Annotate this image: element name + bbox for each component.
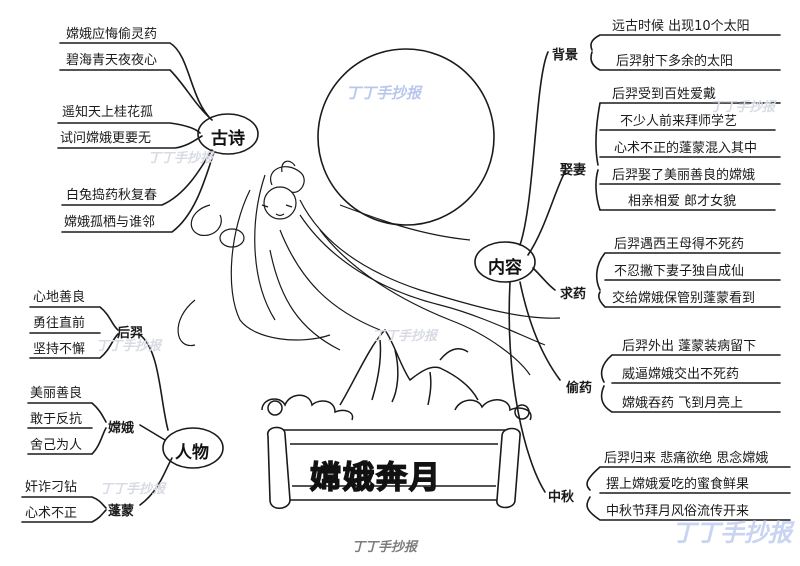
branch-line [519,34,781,246]
trait-item: 奸诈刁钻 [25,480,78,495]
trait-item: 舍己为人 [30,438,83,453]
story-item: 后羿射下多余的太阳 [616,54,734,69]
story-item: 嫦娥吞药 飞到月亮上 [622,396,744,411]
branch-line [59,42,213,121]
story-item: 后羿归来 悲痛欲绝 思念嫦娥 [604,451,769,466]
watermark: 丁丁手抄报 [346,84,422,102]
node-bubble [162,427,224,469]
branch-line [532,252,781,308]
branch-line [519,281,781,413]
branch-line [139,334,169,431]
change-figure [177,160,561,376]
trait-item: 敢于反抗 [30,412,83,427]
branch-line [21,496,107,523]
title-scroll [267,426,521,510]
node-bubble [474,241,536,283]
node-pengmeng: 蓬蒙 [108,504,135,519]
story-item: 交给嫦娥保管别蓬蒙看到 [612,291,756,306]
poem-line: 碧海青天夜夜心 [66,53,158,68]
branch-line [27,402,107,455]
watermark: 丁丁手抄报 [710,100,776,115]
story-item: 威逼嫦娥交出不死药 [622,367,740,382]
node-beijing: 背景 [552,48,579,63]
story-item: 相亲相爱 郎才女貌 [628,194,737,209]
node-houyi: 后羿 [117,326,144,341]
watermark: 丁丁手抄报 [148,151,214,166]
node-neirong: 内容 [488,258,522,278]
node-qiuyao: 求药 [560,287,587,302]
story-item: 后羿遇西王母得不死药 [614,237,745,252]
story-item: 后羿外出 蓬蒙装病留下 [622,339,757,354]
branch-line [508,281,791,521]
branch-line [57,122,203,149]
poem-line: 嫦娥孤栖与谁邻 [64,215,156,230]
branch-line [29,306,119,359]
watermark: 丁丁手抄报 [352,540,418,555]
watermark: 丁丁手抄报 [372,329,438,344]
trait-item: 心术不正 [25,506,78,521]
story-item: 心术不正的蓬蒙混入其中 [614,141,758,156]
node-touyao: 偷药 [566,381,593,396]
watermark: 丁丁手抄报 [100,482,166,497]
poem-line: 遥知天上桂花孤 [62,105,154,120]
node-qushi: 娶妻 [560,163,587,178]
watermark: 丁丁手抄报 [672,519,792,547]
story-item: 摆上嫦娥爱吃的蜜食鲜果 [606,477,750,492]
story-item: 后羿受到百姓爱戴 [612,87,717,102]
node-renwu: 人物 [175,443,209,463]
trait-item: 美丽善良 [30,386,83,401]
trait-item: 勇往直前 [33,316,86,331]
story-item: 中秋节拜月风俗流传开来 [606,504,750,519]
branch-line [595,102,601,211]
node-zhongqiu: 中秋 [548,490,575,505]
story-item: 不忍撇下妻子独自成仙 [614,264,745,279]
poem-line: 试问嫦娥更要无 [60,131,152,146]
poem-line: 嫦娥应悔偷灵药 [66,27,158,42]
branch-line [139,424,166,441]
story-item: 后羿娶了美丽善良的嫦娥 [612,168,756,183]
node-gushi: 古诗 [211,129,245,149]
story-item: 不少人前来拜师学艺 [620,114,738,129]
watermark: 丁丁手抄报 [96,339,162,354]
branch-line [61,149,215,233]
clouds [261,394,532,421]
branch-line [527,102,781,256]
node-change: 嫦娥 [108,421,135,436]
poem-line: 白兔捣药秋复春 [66,188,158,203]
node-bubble [197,113,259,155]
moon [317,48,495,226]
trait-item: 坚持不懈 [33,342,86,357]
page-title: 嫦娥奔月 [309,459,442,496]
story-item: 远古时候 出现10个太阳 [612,19,750,34]
trait-item: 心地善良 [33,290,86,305]
mountains [339,328,479,406]
